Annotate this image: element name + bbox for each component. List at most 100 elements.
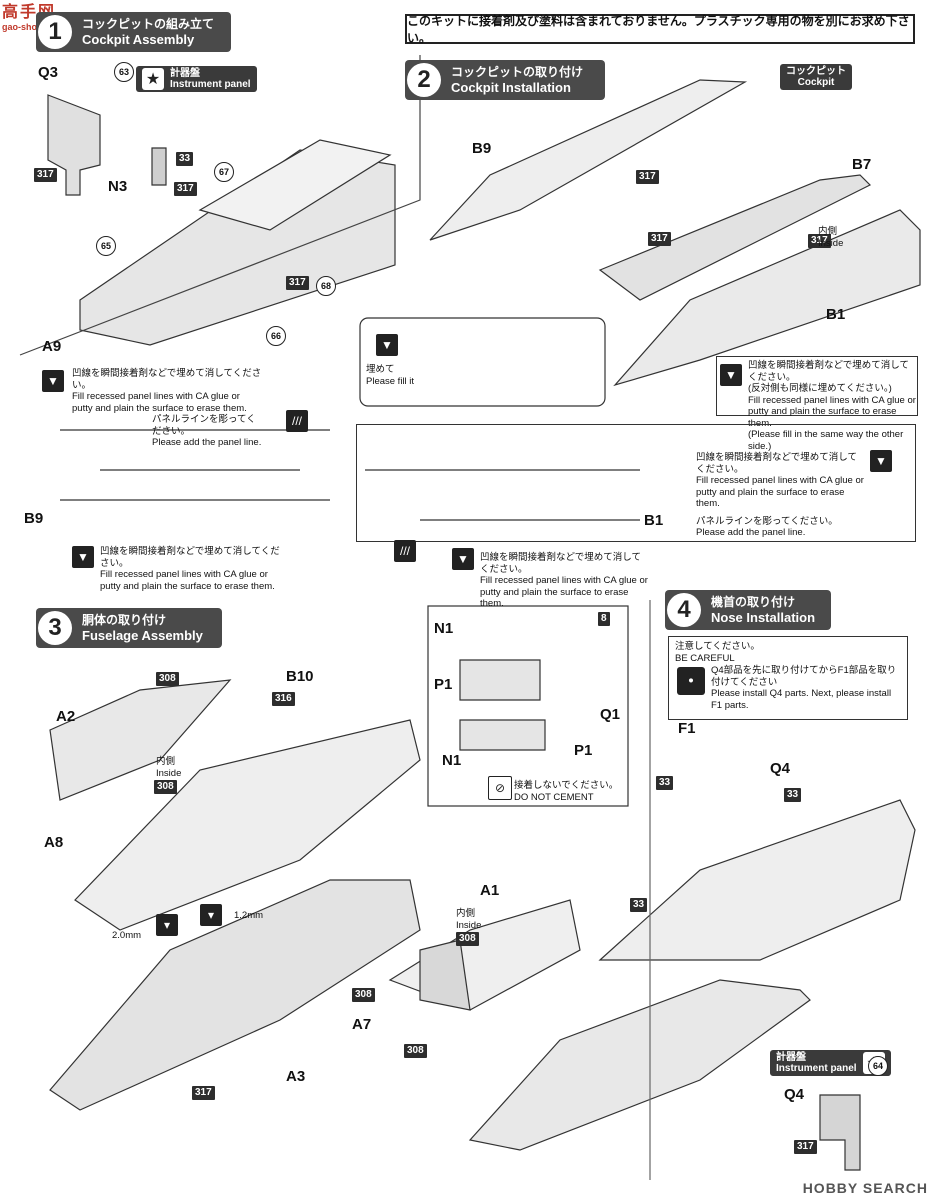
- fill-note-en-2: putty and plain the surface to erase the…: [72, 402, 247, 414]
- fill-note-en-1: Fill recessed panel lines with CA glue o…: [72, 391, 240, 402]
- caution-title-en: BE CAREFUL: [675, 652, 735, 664]
- paint-308: 308: [154, 780, 177, 794]
- fill-note-jp: 凹線を瞬間接着剤などで埋めて消してください。: [696, 452, 858, 475]
- fill-note-en-1: Fill recessed panel lines with CA glue o…: [480, 575, 648, 586]
- part-q4: Q4: [770, 760, 791, 777]
- paint-317: 317: [794, 1140, 817, 1154]
- step-2-header: 2 コックピットの取り付け Cockpit Installation: [405, 60, 605, 100]
- fill-note-en-1: Fill recessed panel lines with CA glue o…: [696, 475, 864, 486]
- paint-33: 33: [656, 776, 674, 790]
- paint-308: 308: [352, 988, 375, 1002]
- paint-317: 317: [286, 276, 309, 290]
- watermark-small: gao-shou.com: [2, 22, 64, 32]
- caution-box: 注意してください。 BE CAREFUL ● Q4部品を先に取り付けてからF1部…: [668, 636, 908, 720]
- notice-banner: このキットに接着剤及び塗料は含まれておりません。プラスチック専用の物を別にお求め…: [405, 14, 915, 45]
- fill-note-en-2: putty and plain the surface to erase the…: [100, 580, 275, 592]
- part-a7: A7: [352, 1016, 372, 1033]
- decal-66: 66: [266, 326, 286, 346]
- part-q3: Q3: [38, 64, 59, 81]
- caution-title-jp: 注意してください。: [675, 641, 760, 652]
- inside-en: Inside: [156, 767, 182, 779]
- step-3-header: 3 胴体の取り付け Fuselage Assembly: [36, 608, 222, 648]
- paint-33: 33: [176, 152, 194, 166]
- paint-316: 316: [272, 692, 295, 706]
- part-a9: A9: [42, 338, 62, 355]
- putty-fill-icon: ▼: [72, 546, 94, 568]
- scribe-icon: ///: [286, 410, 308, 432]
- paint-317: 317: [192, 1086, 215, 1100]
- step-2-title-jp: コックピットの取り付け: [451, 65, 584, 79]
- instrument-panel-jp: 計器盤: [170, 68, 200, 79]
- part-q4-b: Q4: [784, 1086, 805, 1103]
- part-b1-mid: B1: [644, 512, 664, 529]
- panel-note-en: Please add the panel line.: [696, 527, 806, 538]
- fill-note-b9-bottom: 凹線を瞬間接着剤などで埋めて消してください。 Fill recessed pan…: [100, 546, 280, 592]
- fill-note-jp: 凹線を瞬間接着剤などで埋めて消してください。: [72, 368, 262, 391]
- part-b10: B10: [286, 668, 314, 685]
- step-1-title-jp: コックピットの組み立て: [82, 17, 215, 31]
- b1-side-panel-box: [356, 424, 916, 542]
- part-b9-top: B9: [472, 140, 492, 157]
- paint-317: 317: [174, 182, 197, 196]
- inside-note: 内側 Inside: [818, 226, 843, 249]
- cockpit-tag-jp: コックピット: [786, 66, 846, 77]
- part-p1-b: P1: [574, 742, 593, 759]
- paint-317: 317: [648, 232, 671, 246]
- decal-68: 68: [316, 276, 336, 296]
- step-3-number: 3: [38, 611, 72, 645]
- fill-other-side-box: [716, 356, 918, 416]
- do-not-cement-note: 接着しないでください。 DO NOT CEMENT: [514, 780, 618, 803]
- fill-note-jp: 凹線を瞬間接着剤などで埋めて消してください。: [748, 360, 910, 383]
- drill-icon: ▾: [200, 904, 222, 926]
- decal-65: 65: [96, 236, 116, 256]
- fill-other-en: (Please fill in the same way the other s…: [748, 429, 904, 452]
- fill-note-en-1: Fill recessed panel lines with CA glue o…: [748, 394, 916, 406]
- instrument-panel-tag-1: ★ 計器盤 Instrument panel: [136, 66, 257, 92]
- fill-note-en-2: putty and plain the surface to erase the…: [748, 406, 897, 429]
- no-cement-icon: ⊘: [488, 776, 512, 800]
- fill-note-jp: 凹線を瞬間接着剤などで埋めて消してください。: [100, 546, 280, 569]
- decal-67: 67: [214, 162, 234, 182]
- paint-317: 317: [808, 234, 831, 248]
- fill-note-b9: 凹線を瞬間接着剤などで埋めて消してください。 Fill recessed pan…: [72, 368, 262, 449]
- fill-note-jp: 凹線を瞬間接着剤などで埋めて消してください。: [480, 552, 642, 575]
- drill-2mm: 2.0mm: [112, 930, 142, 941]
- step-4-title-jp: 機首の取り付け: [711, 595, 796, 609]
- inside-jp: 内側: [818, 226, 838, 237]
- inside-jp: 内側: [156, 756, 176, 767]
- glue-icon: ●: [677, 667, 705, 695]
- putty-fill-icon: ▼: [870, 450, 892, 472]
- step-4-title-en: Nose Installation: [711, 610, 816, 625]
- step-4-header: 4 機首の取り付け Nose Installation: [665, 590, 831, 630]
- putty-fill-icon: ▼: [452, 548, 474, 570]
- part-a8: A8: [44, 834, 64, 851]
- paint-8: 8: [598, 612, 610, 626]
- caution-body-jp: Q4部品を先に取り付けてからF1部品を取り付けてください: [711, 665, 897, 688]
- step-2-title-en: Cockpit Installation: [451, 80, 571, 95]
- inside-jp: 内側: [456, 908, 476, 919]
- panel-note-en: Please add the panel line.: [152, 437, 262, 448]
- step-1-number: 1: [38, 15, 72, 49]
- step-4-number: 4: [667, 593, 701, 627]
- instrument-panel-en: Instrument panel: [170, 79, 251, 90]
- paint-33: 33: [630, 898, 648, 912]
- paint-317: 317: [636, 170, 659, 184]
- step-1-header: 1 コックピットの組み立て Cockpit Assembly: [36, 12, 231, 52]
- cockpit-tag-en: Cockpit: [797, 77, 835, 88]
- decal-64: 64: [868, 1056, 888, 1076]
- inside-note-a8: 内側 Inside: [156, 756, 181, 779]
- putty-fill-icon: ▼: [376, 334, 398, 356]
- part-p1-a: P1: [434, 676, 453, 693]
- inside-en: Inside: [456, 919, 482, 931]
- fill-it-note: 埋めて Please fill it: [366, 364, 446, 387]
- decal-63: 63: [114, 62, 134, 82]
- part-f1: F1: [678, 720, 696, 737]
- part-b9-mid: B9: [24, 510, 44, 527]
- caution-body-en: Please install Q4 parts. Next, please in…: [711, 688, 892, 711]
- part-n3: N3: [108, 178, 128, 195]
- drill-1-2mm: 1.2mm: [234, 910, 264, 921]
- panel-note-jp: パネルラインを彫ってください。: [696, 515, 838, 527]
- fill-note-en-2: putty and plain the surface to erase the…: [480, 586, 629, 610]
- fill-note-en-2: putty and plain the surface to erase the…: [696, 486, 845, 510]
